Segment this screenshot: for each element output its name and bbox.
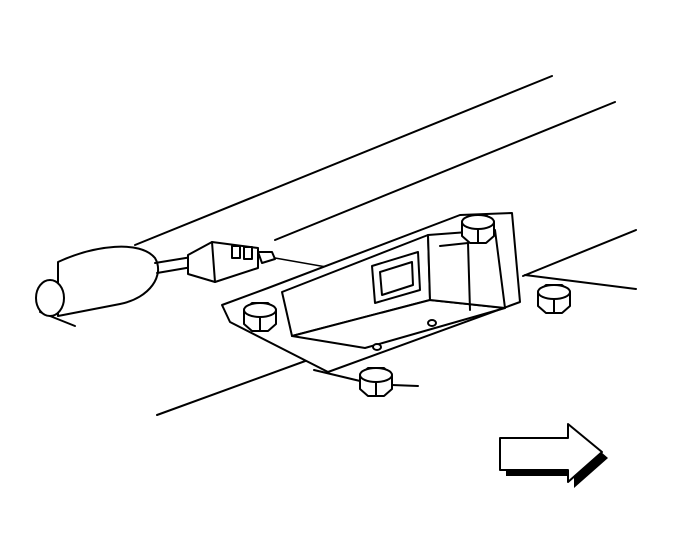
- module-socket-inner: [379, 261, 414, 296]
- panel-edge-line-right: [524, 274, 637, 290]
- connector-latch: [257, 251, 276, 264]
- panel-edge-line-upper: [274, 101, 616, 241]
- harness-tube-end: [35, 279, 65, 317]
- mounting-nut-top-right: [461, 214, 495, 244]
- harness-tube: [57, 245, 160, 317]
- control-module: [221, 212, 521, 387]
- connector-edge: [211, 241, 216, 283]
- module-housing-end: [427, 229, 506, 309]
- mounting-nut: [243, 214, 571, 397]
- mounting-nut-left: [243, 302, 277, 332]
- module-end-inner-edge: [439, 242, 471, 311]
- electrical-connector: [187, 241, 276, 283]
- module-connector-socket: [371, 251, 421, 304]
- panel-edge-line-lower-left: [156, 351, 331, 416]
- connector-terminal-1: [231, 245, 241, 259]
- mounting-nut-bottom: [359, 367, 393, 397]
- flange-underside-line-2: [391, 384, 419, 387]
- flange-underside-line-1: [313, 369, 361, 382]
- panel-edge-line-top: [134, 75, 553, 246]
- wiring-harness: [35, 245, 199, 317]
- mounting-nut-loose: [537, 284, 571, 314]
- panel-edge-line-lower-right: [522, 229, 637, 277]
- connector-terminal-2: [243, 246, 253, 260]
- module-hole-2: [427, 319, 437, 327]
- direction-arrow-icon: [499, 423, 608, 488]
- module-hole-1: [372, 343, 382, 351]
- direction-arrow-body: [499, 423, 603, 483]
